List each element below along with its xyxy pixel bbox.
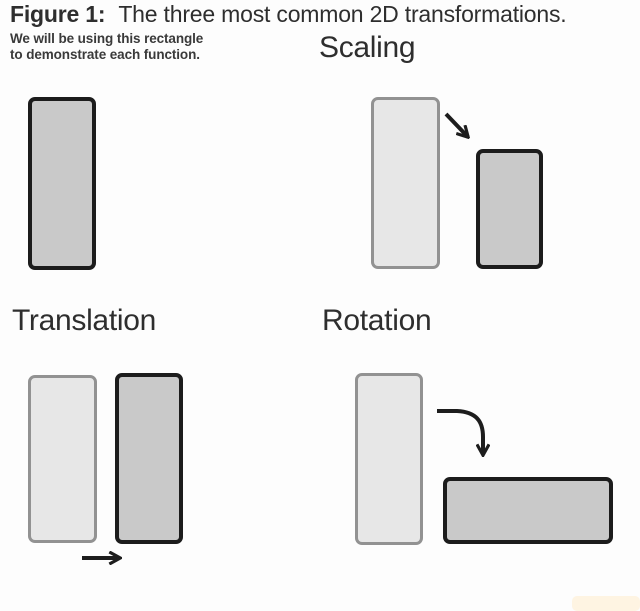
- figure-title: Figure 1: The three most common 2D transf…: [10, 1, 567, 28]
- figure-caption: The three most common 2D transformations…: [118, 1, 567, 27]
- section-label-translation: Translation: [12, 304, 156, 337]
- translation-translated-rectangle: [115, 373, 183, 544]
- watermark-smudge: [572, 596, 640, 611]
- section-label-rotation: Rotation: [322, 304, 432, 337]
- rotation-source-rectangle: [355, 373, 423, 545]
- intro-line-1: We will be using this rectangle: [10, 31, 204, 46]
- intro-line-2: to demonstrate each function.: [10, 46, 200, 62]
- rotation-rotated-rectangle: [443, 477, 613, 544]
- rotation-arrow-icon: [437, 409, 483, 455]
- figure-label: Figure 1:: [10, 1, 106, 27]
- section-label-scaling: Scaling: [319, 31, 416, 64]
- scaling-scaled-rectangle: [476, 149, 543, 269]
- intro-note: We will be using this rectangle to demon…: [10, 31, 203, 62]
- translation-source-rectangle: [28, 375, 97, 543]
- scaling-arrow-icon: [444, 112, 468, 137]
- original-rectangle: [28, 97, 96, 270]
- scaling-source-rectangle: [371, 97, 440, 269]
